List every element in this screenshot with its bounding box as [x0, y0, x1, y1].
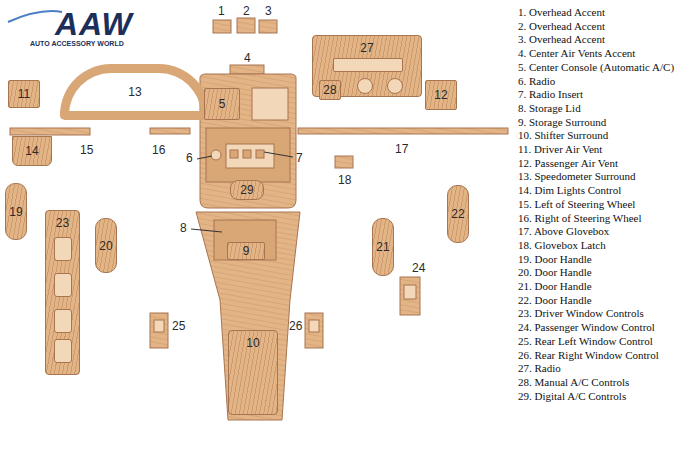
callout-number: 26: [289, 320, 302, 332]
callout-number: 7: [296, 152, 303, 164]
part-list-item: 8. Storage Lid: [518, 103, 581, 114]
part-list-item: 4. Center Air Vents Accent: [518, 48, 635, 59]
callout-number: 5: [219, 98, 226, 110]
part-list-item: 2. Overhead Accent: [518, 21, 605, 32]
callout-number: 13: [128, 86, 141, 98]
part-list-item: 3. Overhead Accent: [518, 34, 605, 45]
callout-number: 17: [395, 143, 408, 155]
trim-piece: 20: [95, 218, 117, 273]
callout-number: 2: [243, 5, 250, 17]
trim-piece: 14: [12, 136, 52, 166]
part-list-item: 17. Above Glovebox: [518, 226, 609, 237]
trim-piece: 21: [372, 218, 394, 276]
trim-piece: 13: [60, 64, 210, 120]
callout-number: 24: [412, 262, 425, 274]
callout-number: 22: [451, 208, 464, 220]
callout-number: 4: [244, 52, 251, 64]
trim-piece: 23: [45, 210, 80, 375]
part-list-item: 15. Left of Steering Wheel: [518, 199, 635, 210]
trim-piece: 9: [227, 242, 265, 260]
part-list-item: 14. Dim Lights Control: [518, 185, 621, 196]
logo-text: AAW: [55, 6, 133, 43]
callout-number: 11: [18, 88, 30, 100]
callout-number: 6: [186, 152, 193, 164]
part-list-item: 5. Center Console (Automatic A/C): [518, 62, 674, 73]
part-list-item: 23. Driver Window Controls: [518, 308, 644, 319]
callout-number: 15: [80, 144, 93, 156]
part-list-item: 10. Shifter Surround: [518, 130, 608, 141]
part-list-item: 9. Storage Surround: [518, 117, 606, 128]
callout-number: 20: [99, 240, 112, 252]
callout-number: 18: [338, 174, 351, 186]
trim-piece: 10: [228, 330, 278, 415]
part-list-item: 28. Manual A/C Controls: [518, 377, 629, 388]
trim-piece: 22: [447, 185, 469, 243]
callout-number: 23: [56, 217, 69, 229]
part-list-item: 6. Radio: [518, 76, 555, 87]
logo-text: AUTO ACCESSORY WORLD: [30, 40, 124, 47]
callout-number: 16: [152, 144, 165, 156]
part-list-item: 16. Right of Steering Wheel: [518, 213, 642, 224]
trim-piece: 28: [319, 80, 341, 100]
part-list-item: 18. Glovebox Latch: [518, 240, 606, 251]
part-list-item: 22. Door Handle: [518, 295, 592, 306]
part-list-item: 7. Radio Insert: [518, 89, 583, 100]
cutout: [357, 78, 373, 94]
callout-number: 10: [246, 337, 259, 349]
callout-number: 27: [360, 42, 373, 54]
part-list-item: 25. Rear Left Window Control: [518, 336, 653, 347]
trim-piece: 29: [230, 180, 264, 200]
callout-number: 28: [323, 84, 336, 96]
cutout: [54, 237, 72, 261]
part-list-item: 19. Door Handle: [518, 254, 592, 265]
part-list-item: 1. Overhead Accent: [518, 7, 605, 18]
part-list-item: 11. Driver Air Vent: [518, 144, 602, 155]
part-list-item: 20. Door Handle: [518, 267, 592, 278]
part-list-item: 26. Rear Right Window Control: [518, 350, 659, 361]
cutout: [54, 309, 72, 333]
callout-number: 12: [434, 89, 447, 101]
part-list-item: 29. Digital A/C Controls: [518, 391, 626, 402]
callout-number: 29: [240, 184, 253, 196]
callout-number: 3: [265, 5, 272, 17]
part-list-item: 21. Door Handle: [518, 281, 592, 292]
callout-number: 1: [218, 5, 225, 17]
callout-number: 21: [376, 241, 389, 253]
trim-piece: 12: [425, 80, 457, 110]
callout-number: 8: [180, 222, 187, 234]
callout-number: 14: [25, 145, 38, 157]
callout-number: 25: [172, 320, 185, 332]
trim-piece: 19: [5, 183, 27, 240]
part-list-item: 27. Radio: [518, 363, 561, 374]
callout-number: 19: [9, 206, 22, 218]
part-list-item: 13. Speedometer Surround: [518, 171, 636, 182]
trim-piece: 11: [8, 80, 40, 108]
part-list-item: 24. Passenger Window Control: [518, 322, 655, 333]
cutout: [54, 339, 72, 363]
cutout: [333, 58, 403, 72]
trim-piece: 5: [204, 88, 240, 120]
callout-number: 9: [243, 245, 250, 257]
cutout: [54, 273, 72, 297]
trim-piece: 27 28: [312, 35, 422, 97]
part-list-item: 12. Passenger Air Vent: [518, 158, 618, 169]
cutout: [387, 78, 403, 94]
